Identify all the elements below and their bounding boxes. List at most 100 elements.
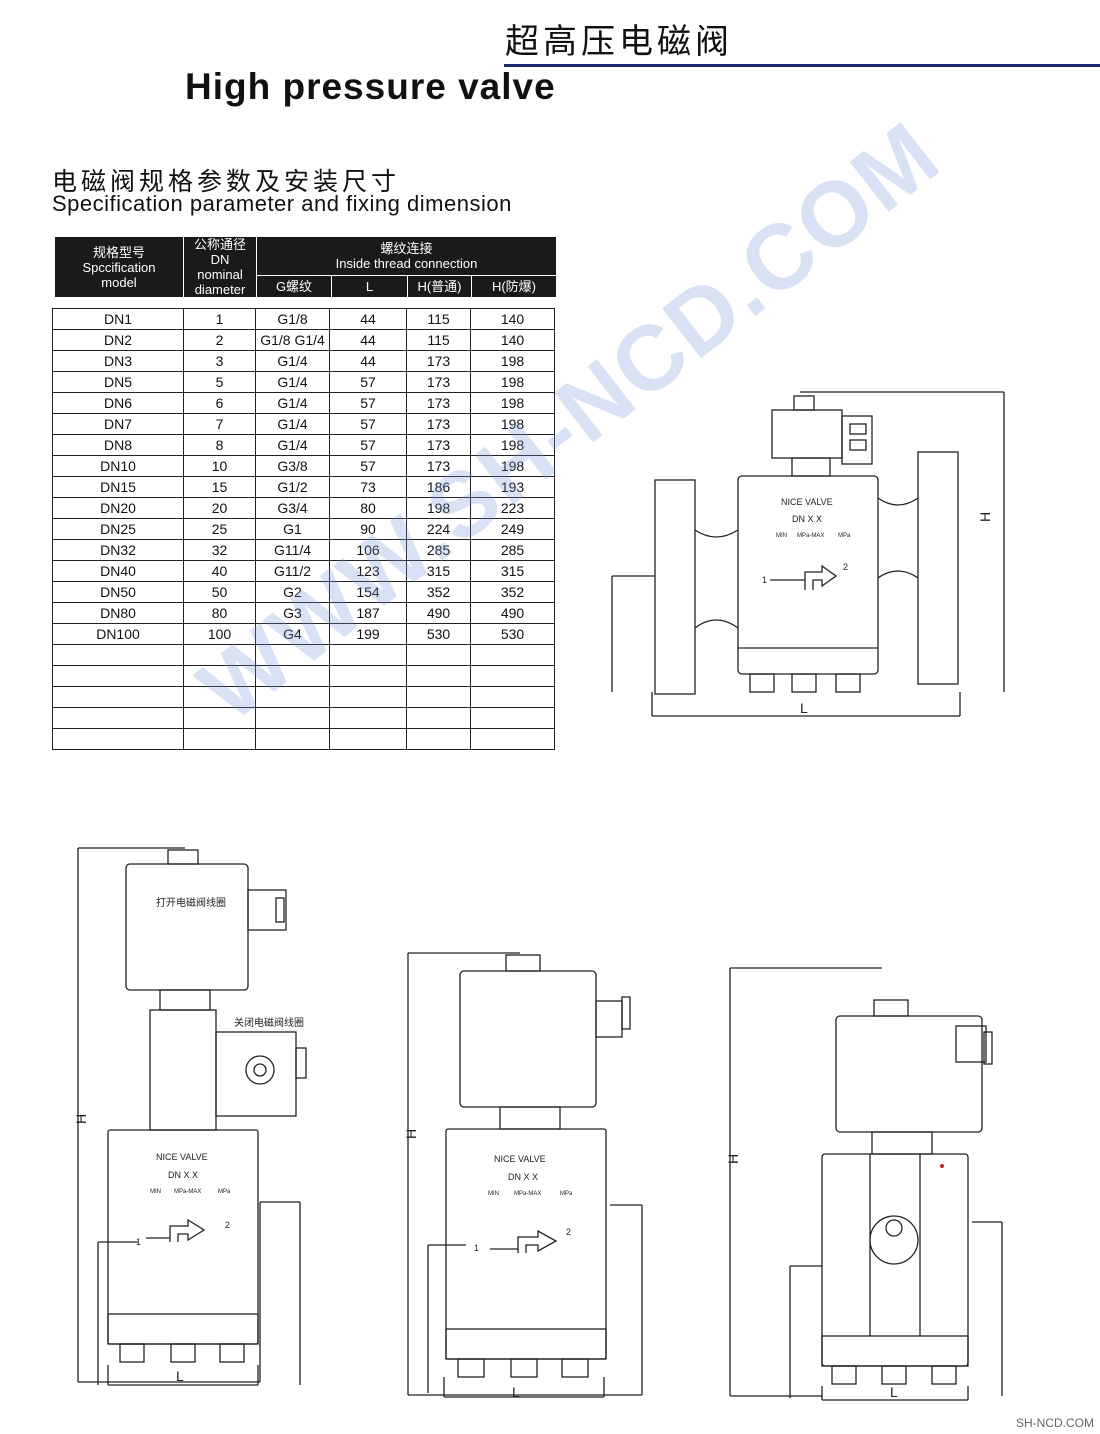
table-row-empty: [52, 707, 555, 729]
cell-dn: 15: [183, 476, 256, 498]
nameplate-brand: NICE VALVE: [494, 1154, 546, 1164]
cell-model: DN15: [52, 476, 184, 498]
cell-h-normal: 115: [406, 308, 471, 330]
cell-model: DN10: [52, 455, 184, 477]
cell-dn: 7: [183, 413, 256, 435]
cell-g-thread: G1/2: [255, 476, 330, 498]
cell-h-explosion: 198: [470, 371, 555, 393]
dim-h: H: [403, 1129, 419, 1139]
cell-dn: 20: [183, 497, 256, 519]
cell-h-explosion: 490: [470, 602, 555, 624]
cell-empty: [470, 665, 555, 687]
footer-site: SH-NCD.COM: [1016, 1416, 1094, 1430]
cell-dn: 2: [183, 329, 256, 351]
cell-g-thread: G1/8 G1/4: [255, 329, 330, 351]
red-dot-marker: [940, 1164, 944, 1168]
dim-l: L: [800, 700, 808, 716]
cell-h-normal: 173: [406, 371, 471, 393]
cell-h-normal: 173: [406, 413, 471, 435]
cell-model: DN2: [52, 329, 184, 351]
header-dn-2: nominal: [197, 267, 243, 282]
table-row-empty: [52, 728, 555, 750]
valve-drawing-standard: NICE VALVE DN X X MIN MPa-MAX MPa 1 2 H …: [403, 952, 643, 1400]
cell-h-explosion: 140: [470, 329, 555, 351]
cell-empty: [406, 665, 471, 687]
port-in: 1: [136, 1237, 141, 1247]
port-in: 1: [474, 1243, 479, 1253]
cell-g-thread: G1: [255, 518, 330, 540]
header-g: G螺纹: [275, 279, 313, 294]
cell-dn: 5: [183, 371, 256, 393]
section-title-cn: 电磁阀规格参数及安装尺寸: [52, 167, 401, 196]
cell-dn: 3: [183, 350, 256, 372]
nameplate-dn: DN X X: [792, 514, 822, 524]
section-title-en: Specification parameter and fixing dimen…: [52, 191, 512, 216]
cell-g-thread: G1/4: [255, 413, 330, 435]
cell-empty: [470, 707, 555, 729]
header-group-cn: 螺纹连接: [380, 241, 433, 256]
cell-h-normal: 115: [406, 329, 471, 351]
cell-model: DN25: [52, 518, 184, 540]
cell-l: 57: [329, 455, 407, 477]
cell-h-explosion: 315: [470, 560, 555, 582]
nameplate-mpa: MPa: [218, 1189, 231, 1195]
cell-empty: [406, 707, 471, 729]
cell-l: 57: [329, 413, 407, 435]
header-model-cn: 规格型号: [92, 244, 145, 260]
cell-g-thread: G1/4: [255, 371, 330, 393]
dim-h: H: [725, 1154, 741, 1164]
valve-drawing-flanged: NICE VALVE DN X X MIN MPa-MAX MPa 1 2 H …: [611, 391, 1005, 717]
cell-l: 57: [329, 434, 407, 456]
cell-dn: 1: [183, 308, 256, 330]
cell-l: 123: [329, 560, 407, 582]
cell-empty: [52, 707, 184, 729]
dim-h: H: [73, 1114, 89, 1124]
cell-empty: [52, 686, 184, 708]
cell-empty: [329, 707, 407, 729]
nameplate-dn: DN X X: [168, 1170, 198, 1180]
cell-h-normal: 530: [406, 623, 471, 645]
nameplate-max: MPa-MAX: [514, 1191, 541, 1197]
cell-h-explosion: 140: [470, 308, 555, 330]
cell-h-normal: 186: [406, 476, 471, 498]
nameplate-mpa: MPa: [838, 533, 851, 539]
cell-empty: [470, 686, 555, 708]
title-underline: [504, 64, 1100, 67]
cell-model: DN50: [52, 581, 184, 603]
cell-model: DN32: [52, 539, 184, 561]
cell-h-explosion: 352: [470, 581, 555, 603]
cell-g-thread: G1/4: [255, 434, 330, 456]
cell-g-thread: G4: [255, 623, 330, 645]
cell-g-thread: G1/4: [255, 350, 330, 372]
cell-empty: [329, 686, 407, 708]
header-model: 规格型号 Spccification model: [55, 237, 183, 297]
coil-close-label: 关闭电磁阀线圈: [234, 1016, 304, 1029]
cell-dn: 8: [183, 434, 256, 456]
port-out: 2: [843, 562, 848, 572]
page-title-cn: 超高压电磁阀: [505, 22, 733, 62]
cell-l: 44: [329, 329, 407, 351]
port-in: 1: [762, 575, 767, 585]
cell-empty: [406, 686, 471, 708]
cell-g-thread: G1/8: [255, 308, 330, 330]
header-thread-group: 螺纹连接 Inside thread connection: [257, 237, 556, 275]
cell-empty: [52, 728, 184, 750]
cell-model: DN40: [52, 560, 184, 582]
header-model-en2: model: [101, 274, 137, 290]
cell-l: 44: [329, 350, 407, 372]
cell-empty: [329, 728, 407, 750]
cell-model: DN3: [52, 350, 184, 372]
nameplate-dn: DN X X: [508, 1172, 538, 1182]
header-model-en1: Spccification: [82, 259, 156, 275]
cell-dn: 50: [183, 581, 256, 603]
cell-h-explosion: 198: [470, 455, 555, 477]
cell-l: 57: [329, 392, 407, 414]
